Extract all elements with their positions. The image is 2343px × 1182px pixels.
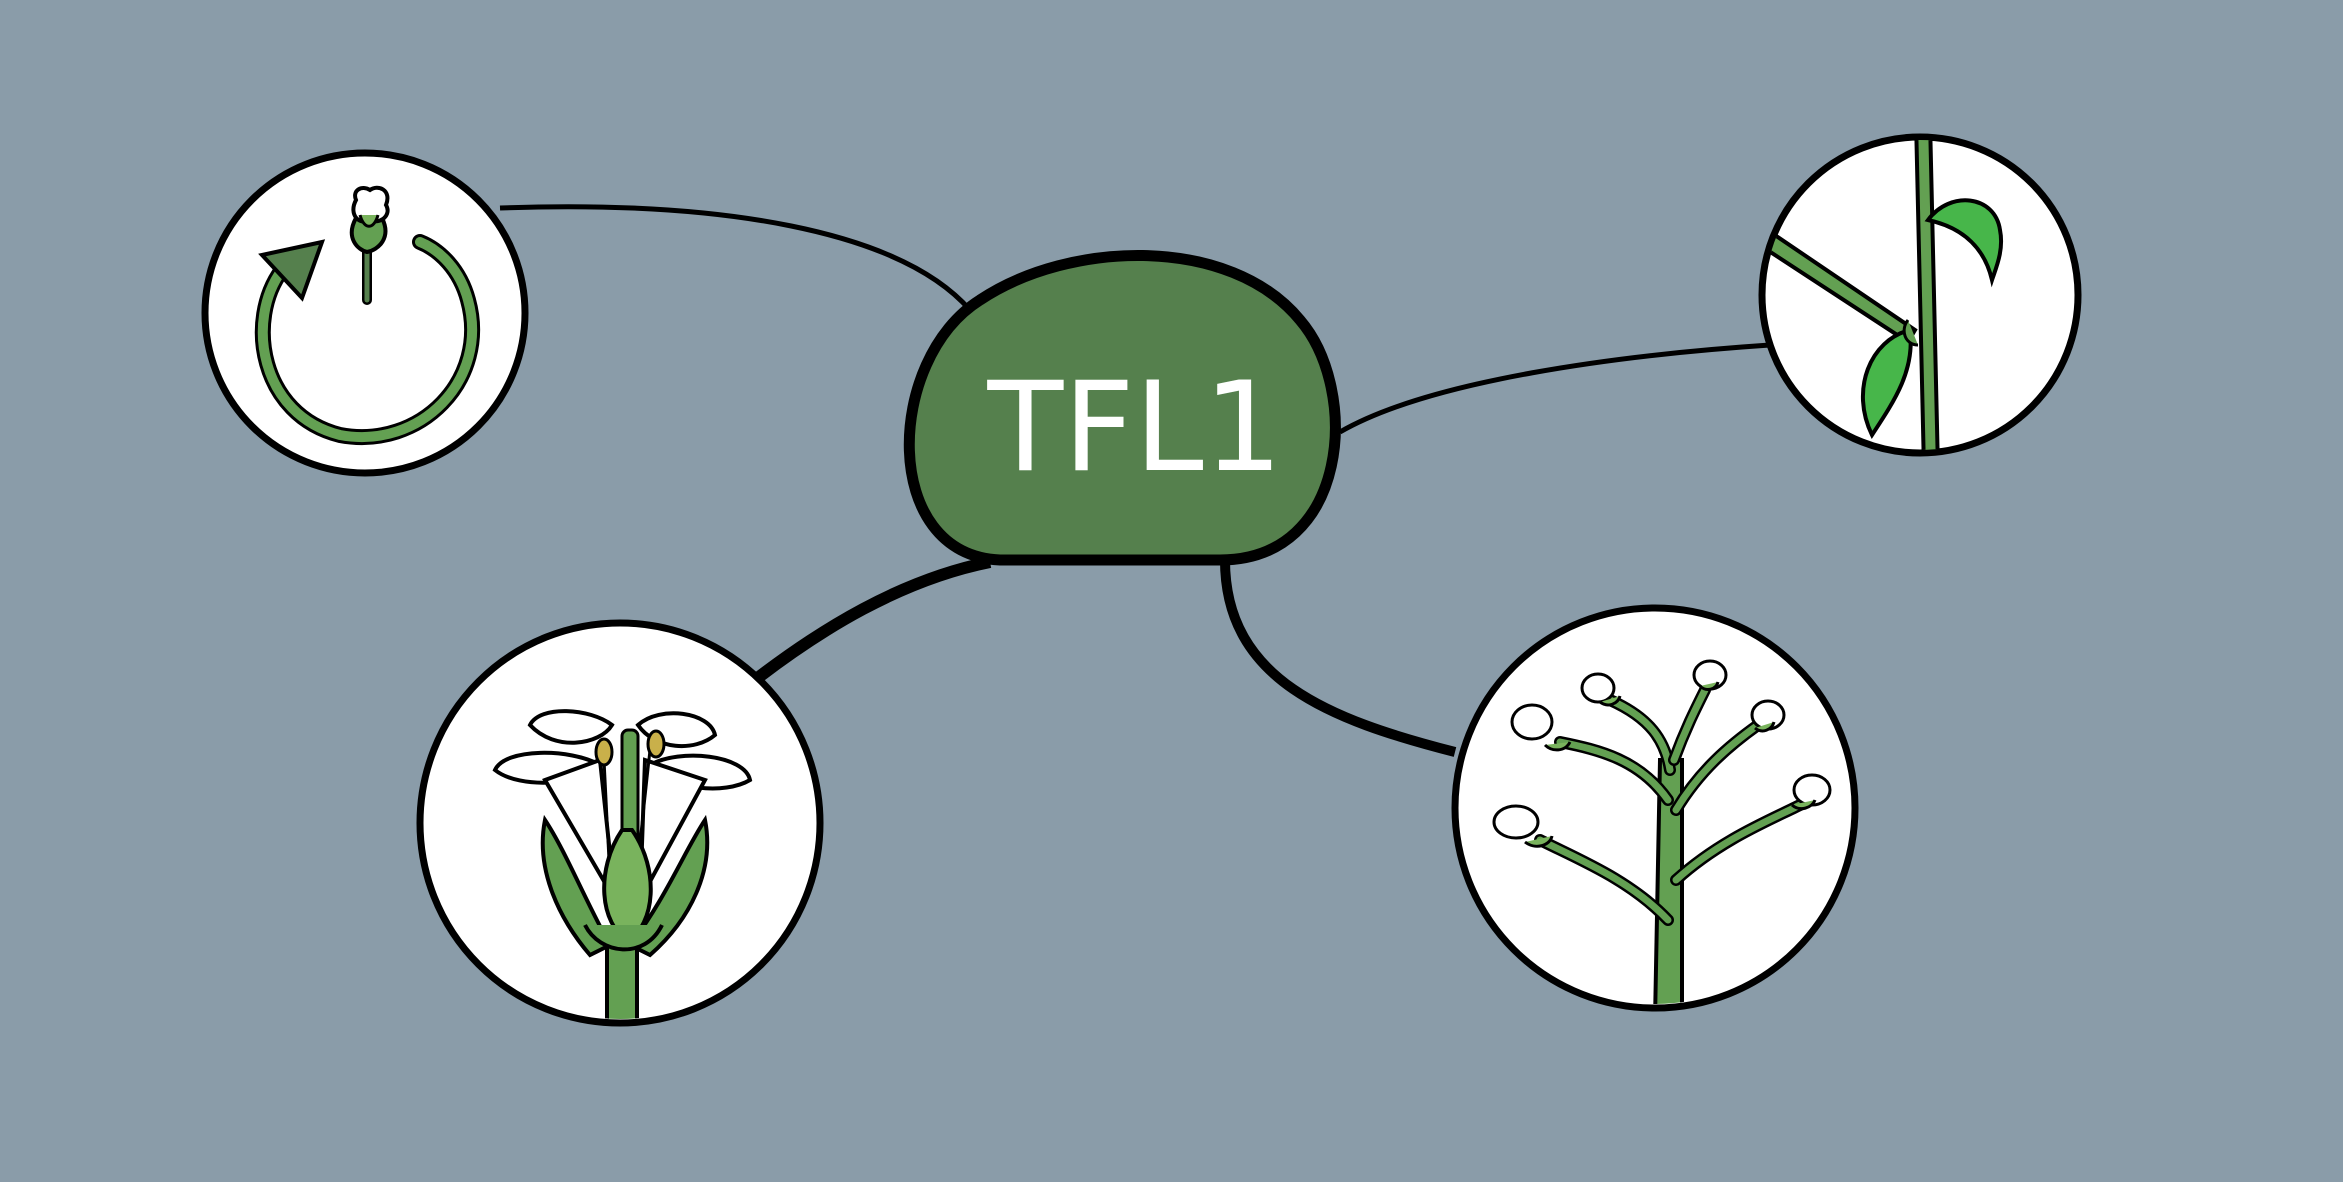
- inflorescence-icon: [1492, 659, 1832, 1004]
- bud-1: [1580, 672, 1616, 704]
- anther-1: [594, 737, 614, 767]
- flower-icon: [492, 709, 753, 1019]
- connector-hub-to-inflorescence: [1220, 559, 1457, 757]
- hub-label: TFL1: [986, 356, 1282, 500]
- circular-arrow-icon: [254, 234, 481, 445]
- leaf-upper: [1924, 198, 2003, 288]
- node-inflorescence: [1451, 604, 1859, 1012]
- sepal-left: [540, 814, 613, 958]
- connector-hub-to-stem: [1338, 342, 1771, 435]
- receptacle: [583, 924, 664, 952]
- bud-4: [1510, 703, 1554, 741]
- anther-2: [646, 729, 666, 759]
- node-stem-axillary-branch: [1758, 133, 2082, 457]
- connector-hub-to-flower: [751, 556, 992, 685]
- node-circle: [416, 619, 824, 1027]
- flower-bud-icon: [349, 185, 390, 305]
- bud-6: [1492, 804, 1540, 840]
- petal-top-left: [527, 709, 615, 745]
- hub-node: TFL1: [903, 250, 1341, 566]
- flower-stem: [605, 938, 639, 1019]
- stem-with-branch-icon: [1765, 140, 2003, 450]
- connectors: [499, 204, 1771, 757]
- flower-buds: [1492, 659, 1832, 848]
- connector-hub-to-cycle: [499, 204, 972, 312]
- leaf-lower: [1860, 327, 1913, 440]
- hub-blob: [903, 250, 1341, 566]
- sepal-right: [626, 814, 710, 958]
- bud-5: [1792, 773, 1832, 807]
- node-flower: [416, 619, 824, 1027]
- node-flowering-time-cycle: [201, 149, 529, 477]
